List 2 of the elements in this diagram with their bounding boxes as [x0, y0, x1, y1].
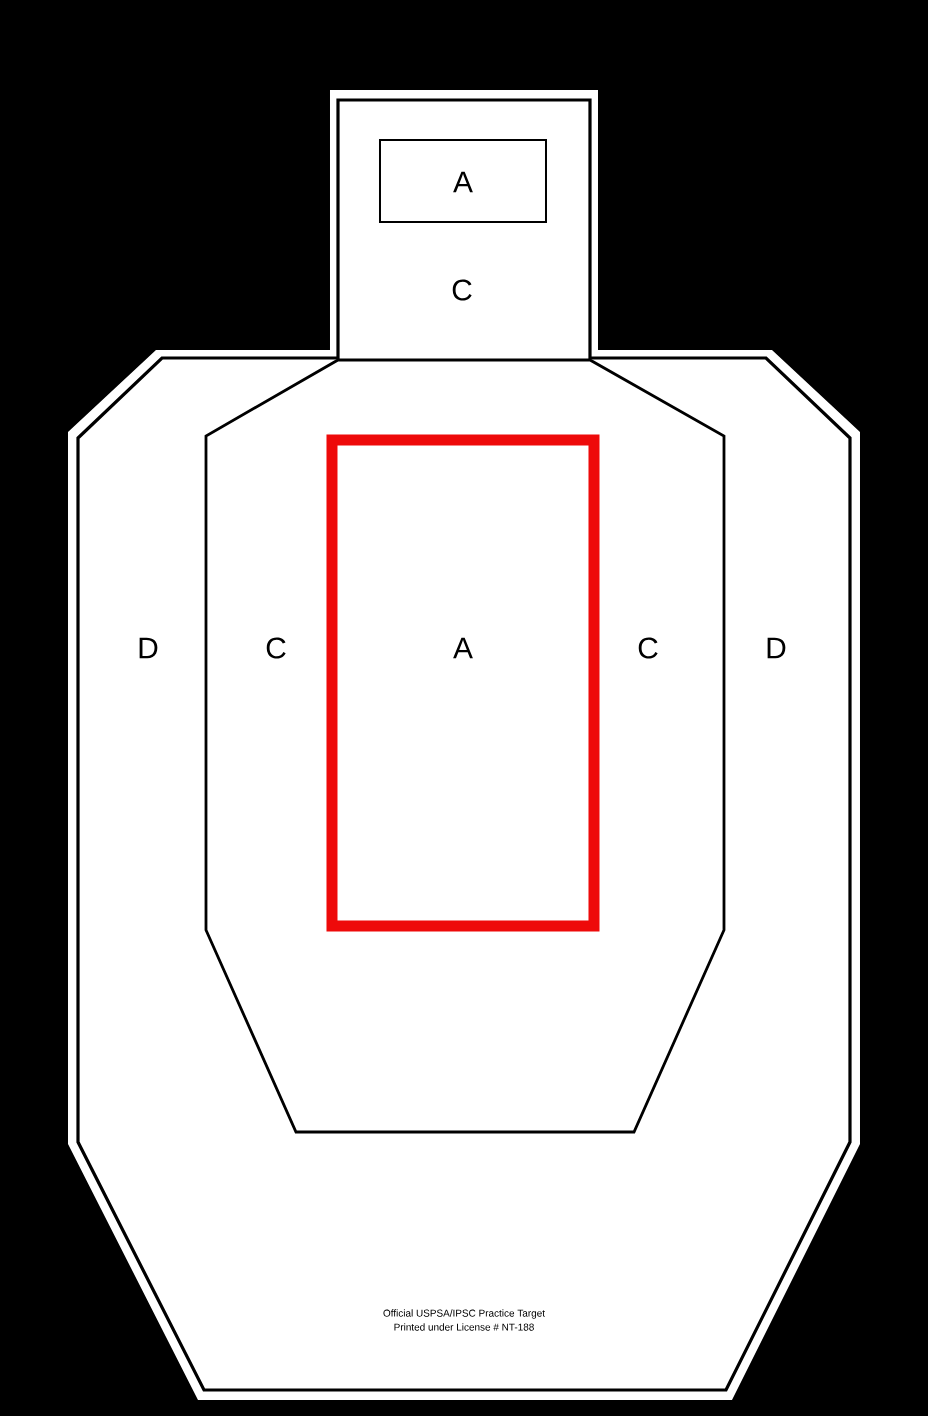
scoring-box: A [379, 139, 547, 223]
scoring-box: A [326, 434, 600, 932]
